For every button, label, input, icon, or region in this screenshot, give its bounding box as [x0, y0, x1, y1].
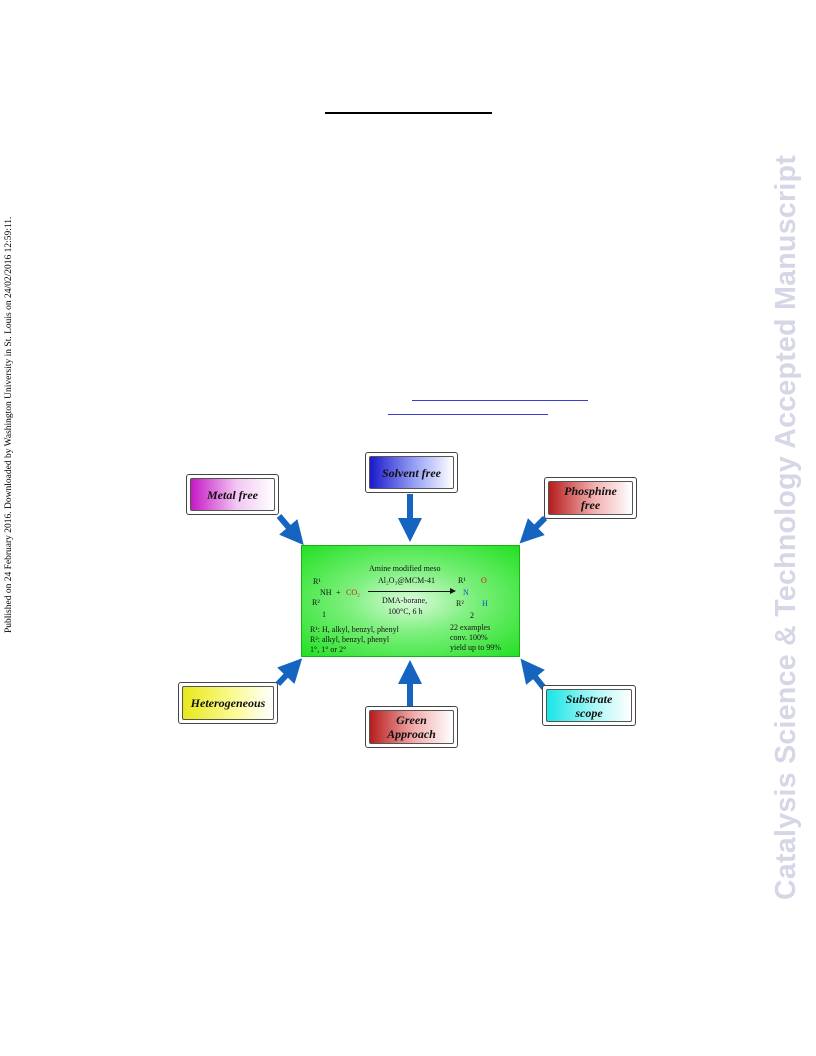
link-underline-2[interactable] — [388, 414, 548, 415]
label-metal-free: Metal free — [186, 474, 279, 515]
r1-definition: R¹: H, alkyl, benzyl, phenyl — [310, 625, 399, 634]
substrate-nh: NH — [320, 588, 332, 597]
reaction-scheme: Amine modified meso Al₂O₃@MCM-41 DMA-bor… — [301, 545, 520, 657]
r2-definition: R²: alkyl, benzyl, phenyl — [310, 635, 390, 644]
product-r1: R¹ — [458, 576, 466, 585]
r-definition-3: 1°, 1° or 2° — [310, 645, 347, 654]
product-n: N — [463, 588, 469, 597]
product-o: O — [481, 576, 487, 585]
arrow-substrate-scope — [520, 658, 547, 690]
label-substrate-scope: Substrate scope — [542, 685, 636, 726]
compound-1: 1 — [322, 610, 326, 619]
label-heterogeneous-text: Heterogeneous — [182, 686, 274, 720]
conversion: conv. 100% — [450, 633, 488, 642]
label-solvent-free: Solvent free — [365, 452, 458, 493]
reagent: DMA-borane, — [382, 596, 428, 605]
label-green-approach: Green Approach — [365, 706, 458, 748]
label-phosphine-free-text: Phosphine free — [548, 481, 633, 515]
product-h: H — [482, 599, 488, 608]
arrow-phosphine-free — [519, 515, 548, 544]
reaction-arrow-head — [450, 588, 456, 594]
label-phosphine-free: Phosphine free — [544, 477, 637, 519]
co2: CO₂ — [346, 588, 360, 597]
examples-count: 22 examples — [450, 623, 491, 632]
catalyst-line-2: Al₂O₃@MCM-41 — [378, 576, 435, 585]
reaction-arrow — [368, 591, 452, 592]
title-rule — [325, 112, 492, 114]
label-green-approach-text: Green Approach — [369, 710, 454, 744]
label-metal-free-text: Metal free — [190, 478, 275, 511]
substrate-r1: R¹ — [313, 577, 321, 586]
product-r2: R² — [456, 599, 464, 608]
yield: yield up to 99% — [450, 643, 501, 652]
label-heterogeneous: Heterogeneous — [178, 682, 278, 724]
compound-2: 2 — [470, 611, 474, 620]
plus-sign: + — [336, 588, 341, 597]
catalyst-line-1: Amine modified meso — [369, 564, 441, 573]
link-underline-1[interactable] — [412, 400, 588, 401]
label-solvent-free-text: Solvent free — [369, 456, 454, 489]
conditions: 100°C, 6 h — [388, 607, 423, 616]
arrow-heterogeneous — [275, 658, 303, 687]
substrate-r2: R² — [312, 598, 320, 607]
label-substrate-scope-text: Substrate scope — [546, 689, 632, 722]
arrow-metal-free — [276, 514, 304, 546]
